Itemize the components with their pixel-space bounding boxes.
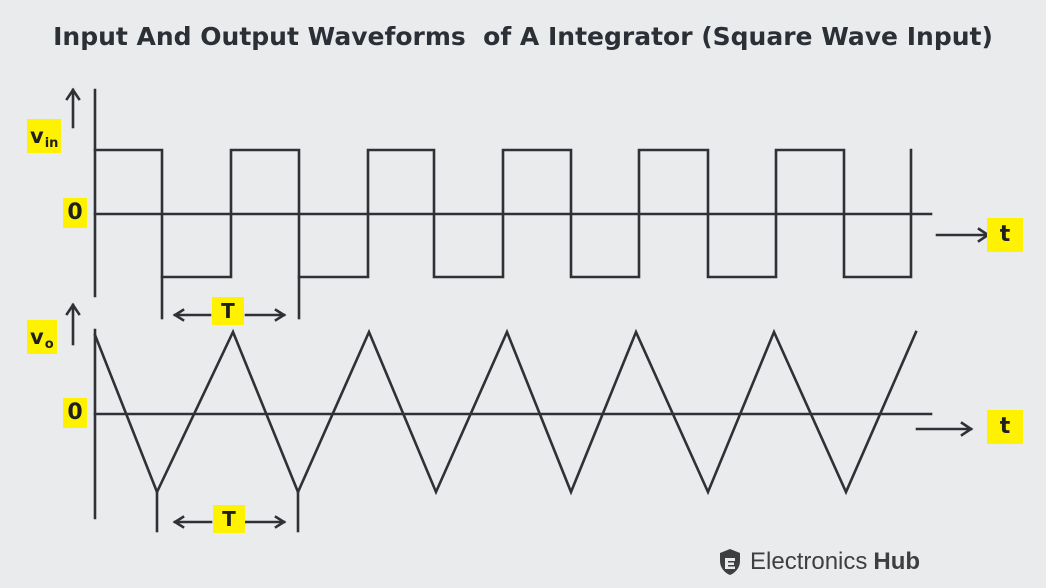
output-time-label: t	[987, 410, 1023, 444]
output-period-label: T	[213, 505, 245, 533]
brand-name-bold: Hub	[873, 548, 921, 575]
input-zero-label: 0	[63, 198, 87, 228]
electronics-hub-shield-icon	[720, 549, 740, 575]
output-y-arrow-head	[65, 302, 81, 316]
output-voltage-label-sub: o	[44, 337, 54, 352]
input-voltage-label-sub: in	[44, 136, 59, 151]
input-period-label: T	[212, 297, 244, 325]
input-square-wave	[93, 148, 913, 279]
input-time-label: t	[987, 218, 1023, 252]
output-voltage-label: vo	[27, 320, 57, 354]
input-period-arrow-right-head	[274, 308, 287, 322]
output-period-arrow-left-head	[172, 515, 185, 529]
output-zero-label: 0	[63, 398, 87, 428]
input-voltage-label: vin	[27, 119, 62, 153]
input-voltage-label-main: v	[30, 124, 44, 148]
output-time-arrow-head	[960, 421, 974, 437]
brand-name-regular: Electronics	[750, 548, 868, 575]
output-triangle-wave	[93, 328, 918, 496]
page-title: Input And Output Waveforms of A Integrat…	[53, 22, 993, 51]
brand-logo: Electronics Hub	[718, 545, 920, 579]
input-period-arrow-left-head	[172, 308, 185, 322]
output-voltage-label-main: v	[30, 325, 44, 349]
output-period-arrow-right-head	[274, 515, 287, 529]
input-y-arrow-head	[65, 87, 81, 101]
